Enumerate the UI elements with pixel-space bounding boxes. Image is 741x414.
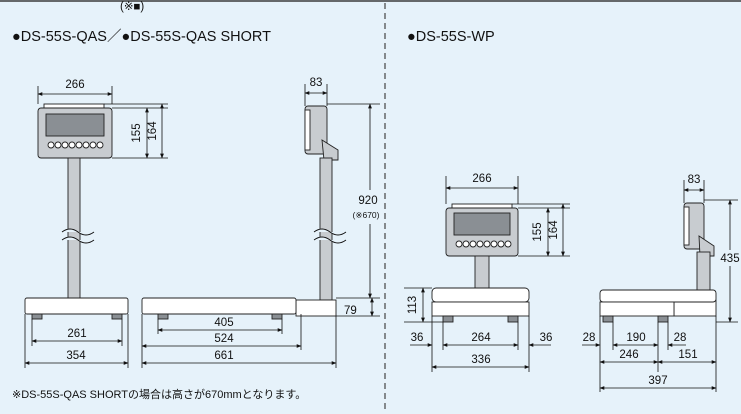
right-front-platform: [431, 287, 530, 303]
dim-left-base-inner: 261: [67, 328, 86, 340]
dim-right-side-depth: 83: [688, 174, 701, 186]
dim-right-base-width: 336: [471, 354, 490, 366]
right-side-base: [599, 301, 675, 317]
dim-right-foot-right: 36: [540, 332, 553, 344]
dim-right-total-height: 435: [720, 253, 739, 265]
dim-left-side-total: 661: [214, 350, 233, 362]
right-front-foot-l: [442, 315, 454, 323]
left-front-foot-r: [111, 313, 123, 320]
right-front-display: [453, 212, 511, 236]
dim-left-side-mid: 524: [214, 333, 234, 345]
dim-left-platform-height: 79: [344, 305, 357, 317]
dim-right-side-span: 246: [619, 349, 638, 361]
left-front-foot-l: [31, 313, 43, 320]
left-front-view: 266 155 164 261 354: [24, 79, 168, 368]
left-front-break: [61, 228, 95, 244]
dim-right-foot-left: 36: [411, 332, 424, 344]
left-side-view: 83 920 (※670) 79 405 524 661: [141, 77, 380, 368]
right-side-platform: [599, 289, 717, 303]
left-front-platform: [24, 297, 129, 315]
left-side-break: [313, 228, 347, 244]
left-side-head-face: [304, 109, 311, 151]
left-panel: ●DS-55S-QAS／●DS-55S-QAS SHORT 266: [12, 28, 380, 401]
left-side-platform: [141, 297, 297, 315]
dim-right-side-left: 28: [583, 332, 596, 344]
dim-left-base-width: 354: [66, 350, 86, 362]
dim-right-side-total: 397: [648, 375, 667, 387]
left-side-column-base: [295, 299, 337, 317]
dim-right-head-h2: 164: [548, 220, 560, 240]
right-front-base: [431, 301, 530, 317]
dim-left-head-h2: 164: [147, 121, 159, 141]
right-side-bracket: [698, 235, 715, 257]
dim-left-side-depth: 83: [310, 77, 323, 89]
left-side-foot-l: [157, 313, 169, 320]
right-front-foot-r: [507, 315, 519, 323]
right-front-keypad: [455, 240, 512, 248]
right-front-view: 266 155 164 36 264 36 336 113: [404, 173, 570, 372]
left-side-bracket: [321, 139, 339, 161]
header-fragment: (※■): [120, 1, 144, 13]
dim-right-side-tail: 151: [678, 349, 697, 361]
dim-left-pole-height-short: (※670): [353, 210, 380, 220]
left-side-foot-r: [271, 313, 283, 320]
dim-right-head-h1: 155: [532, 222, 544, 241]
left-front-keypad: [47, 141, 104, 149]
dim-right-side-mid: 190: [626, 332, 645, 344]
left-panel-title: ●DS-55S-QAS／●DS-55S-QAS SHORT: [12, 28, 271, 45]
dim-left-head-h1: 155: [131, 123, 143, 142]
right-front-head-top: [451, 203, 513, 209]
dim-right-base-height: 113: [407, 296, 419, 314]
dim-left-side-inner: 405: [214, 317, 233, 329]
right-side-view: 83 435 28 190 28 246 151 397: [582, 174, 740, 392]
dim-right-head-width: 266: [472, 173, 491, 185]
right-side-head-face: [683, 206, 690, 246]
right-panel: ●DS-55S-WP 266: [404, 29, 740, 392]
right-panel-title: ●DS-55S-WP: [407, 29, 495, 45]
right-front-pole: [474, 255, 490, 289]
right-side-foot-l: [602, 315, 614, 323]
dim-left-head-width: 266: [65, 79, 84, 91]
dim-right-side-right: 28: [674, 332, 687, 344]
right-side-foot-r: [657, 315, 669, 323]
dim-left-pole-height: 920: [358, 195, 377, 207]
dim-right-foot-span: 264: [471, 332, 491, 344]
left-front-display: [45, 113, 105, 137]
left-front-head-top: [43, 103, 105, 109]
left-footnote: ※DS-55S-QAS SHORTの場合は高さが670mmとなります。: [12, 387, 306, 401]
left-front-pole: [67, 157, 81, 299]
